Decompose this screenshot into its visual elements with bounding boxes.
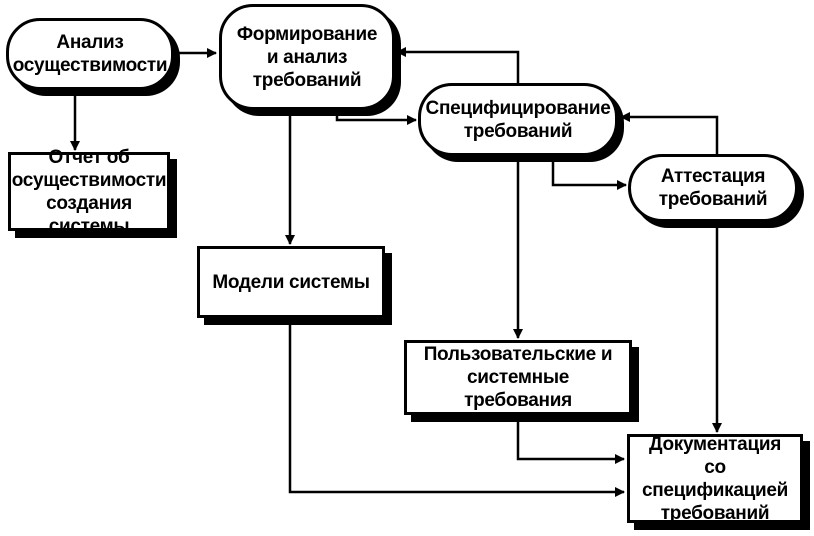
requirements-specification-label: Специфицирование требований	[425, 97, 611, 142]
requirements-document[interactable]: Документация со спецификацией требований	[627, 433, 803, 524]
feasibility-report-label: Отчет об осуществимости создания системы	[11, 146, 167, 237]
arrow-models-to-document	[288, 323, 625, 497]
arrow-requirements-to-document	[516, 417, 625, 464]
user-system-requirements-document[interactable]: Пользовательские и системные требования	[404, 340, 632, 415]
requirements-specification-process[interactable]: Специфицирование требований	[418, 83, 618, 156]
system-models-document[interactable]: Модели системы	[197, 246, 385, 318]
requirements-validation-label: Аттестация требований	[658, 166, 768, 210]
feasibility-report-document[interactable]: Отчет об осуществимости создания системы	[8, 147, 170, 237]
arrow-elicitation-to-specification	[335, 108, 417, 125]
user-system-requirements-label: Пользовательские и системные требования	[423, 344, 613, 411]
requirements-elicitation-process[interactable]: Формирование и анализ требований	[219, 4, 395, 110]
requirements-validation-process[interactable]: Аттестация требований	[628, 154, 798, 222]
requirements-elicitation-label: Формирование и анализ требований	[236, 23, 378, 91]
feasibility-study-label: Анализ осуществимости	[12, 32, 168, 76]
arrow-specification-to-elicitation	[396, 47, 520, 95]
arrow-specification-to-validation	[551, 155, 627, 190]
requirements-document-label: Документация со спецификацией требований	[641, 433, 789, 524]
feasibility-study-process[interactable]: Анализ осуществимости	[6, 18, 174, 90]
arrow-validation-to-specification	[620, 112, 719, 155]
system-models-label: Модели системы	[212, 271, 370, 293]
